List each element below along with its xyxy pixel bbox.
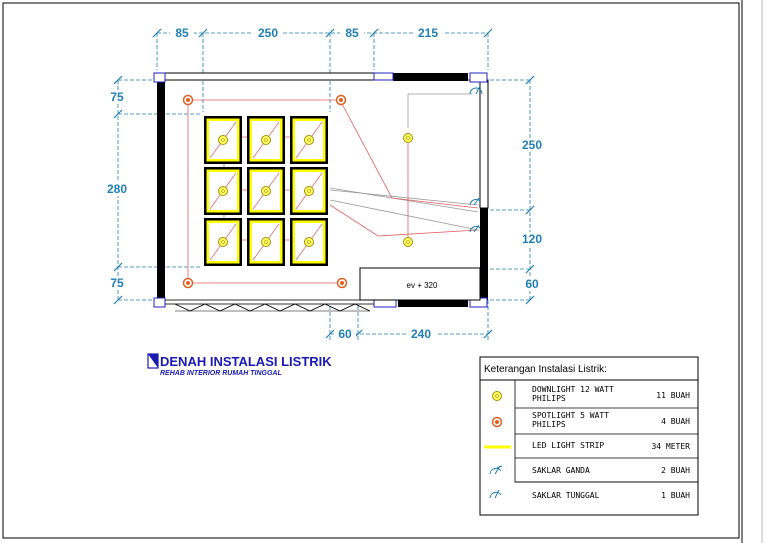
dimension-ticks [113, 28, 535, 339]
legend-row-1-name-2: PHILIPS [532, 394, 566, 403]
elevation-label: ev + 320 [407, 281, 438, 290]
ceiling-panel-7 [204, 218, 242, 266]
dim-top-1: 85 [175, 26, 189, 40]
double-switch-icon [489, 465, 503, 475]
downlight [218, 237, 228, 247]
drawing-title-block: DENAH INSTALASI LISTRIK REHAB INTERIOR R… [147, 353, 332, 377]
single-switch-icon [489, 489, 502, 499]
folding-door [174, 303, 371, 312]
downlight [218, 186, 228, 196]
dim-top-4: 215 [418, 26, 438, 40]
downlight [261, 237, 271, 247]
downlight-extra-1 [403, 133, 413, 143]
legend-title: Keterangan Instalasi Listrik: [484, 364, 607, 375]
legend-row-5-qty: 1 BUAH [661, 491, 690, 500]
legend-row-2-name: SPOTLIGHT 5 WATT [532, 411, 609, 420]
legend-row-2-name-2: PHILIPS [532, 420, 566, 429]
drawing-subtitle: REHAB INTERIOR RUMAH TINGGAL [160, 370, 282, 377]
downlight [304, 186, 314, 196]
spotlight-icon [491, 416, 503, 428]
downlight [218, 135, 228, 145]
dim-top-2: 250 [258, 26, 278, 40]
single-switch [469, 85, 483, 95]
downlight [304, 135, 314, 145]
drawing-title: DENAH INSTALASI LISTRIK [160, 354, 332, 369]
sheet-border [2, 2, 740, 539]
spotlight-2 [335, 94, 347, 106]
legend-row-4-name: SAKLAR GANDA [532, 466, 590, 475]
ceiling-panel-9 [290, 218, 328, 266]
legend-row-3-name: LED LIGHT STRIP [532, 441, 604, 450]
downlight [304, 237, 314, 247]
built-in-cabinet [359, 267, 481, 301]
legend-table: Keterangan Instalasi Listrik: DOWNLIGHT … [479, 356, 699, 516]
switches [469, 85, 483, 233]
switch-wiring [329, 93, 479, 231]
dim-top-3: 85 [345, 26, 359, 40]
dim-right-2: 120 [522, 232, 542, 246]
ceiling-panel-2 [247, 116, 285, 164]
legend-row-4-qty: 2 BUAH [661, 466, 690, 475]
downlight-extra-2 [403, 237, 413, 247]
dim-bottom-1: 60 [338, 327, 352, 341]
ceiling-panel-1 [204, 116, 242, 164]
downlight [261, 186, 271, 196]
dim-bottom-2: 240 [411, 327, 431, 341]
downlight-icon [492, 391, 502, 401]
spotlight-3 [182, 277, 194, 289]
ceiling-panel-5 [247, 167, 285, 215]
spotlight-1 [182, 94, 194, 106]
ceiling-panel-3 [290, 116, 328, 164]
dim-left-1: 75 [110, 90, 124, 104]
double-switch-1 [469, 197, 481, 206]
dim-right-1: 250 [522, 138, 542, 152]
ceiling-panel-6 [290, 167, 328, 215]
double-switch-2 [469, 224, 481, 233]
dim-left-3: 75 [110, 276, 124, 290]
dim-left-2: 280 [107, 182, 127, 196]
spotlight-4 [336, 277, 348, 289]
spotlights [182, 94, 348, 289]
ceiling-panel-8 [247, 218, 285, 266]
downlight [261, 135, 271, 145]
legend-row-2-qty: 4 BUAH [661, 417, 690, 426]
legend-row-1-name: DOWNLIGHT 12 WATT [532, 385, 614, 394]
legend-row-3-qty: 34 METER [651, 442, 690, 451]
legend-row-1-qty: 11 BUAH [656, 391, 690, 400]
dim-right-3: 60 [525, 277, 539, 291]
ceiling-panels [204, 116, 328, 266]
legend-row-5-name: SAKLAR TUNGGAL [532, 491, 600, 500]
ceiling-panel-4 [204, 167, 242, 215]
